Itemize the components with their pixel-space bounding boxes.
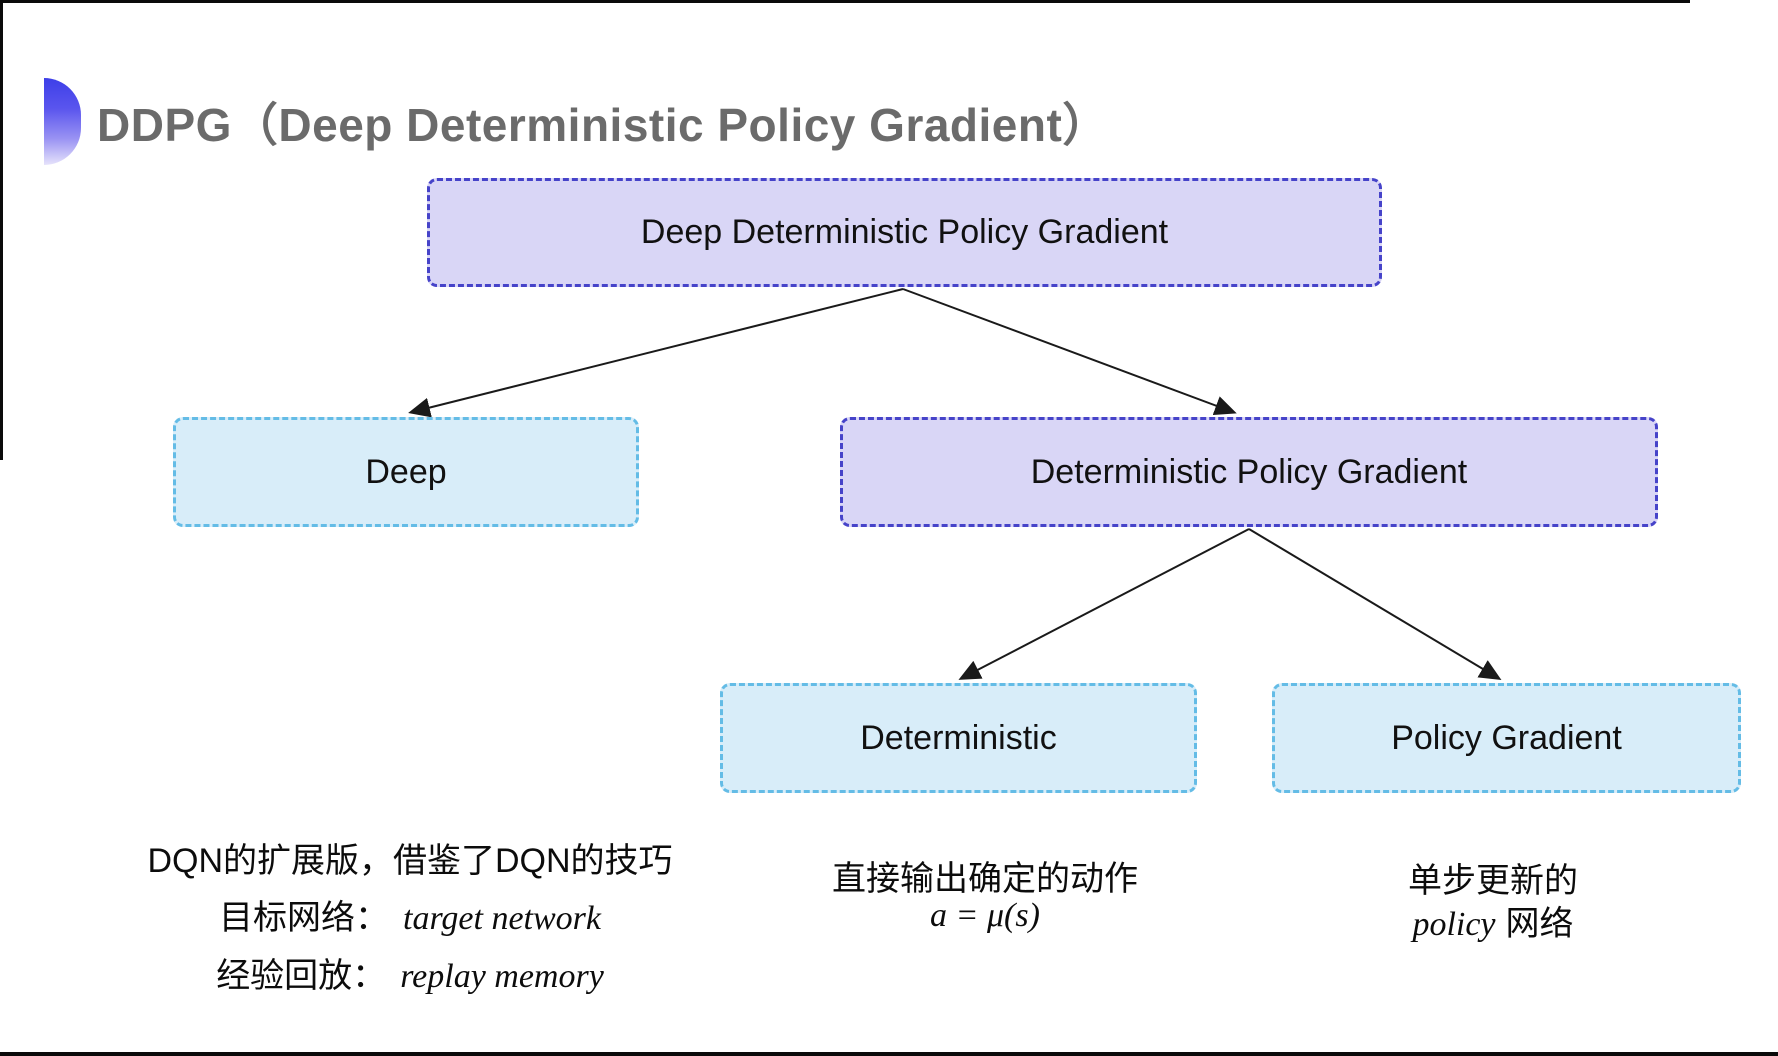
target-network-label: 目标网络： <box>219 899 389 937</box>
replay-memory-term: replay memory <box>400 958 604 995</box>
note-policy-gradient-summary: 单步更新的 <box>1408 862 1578 900</box>
arrow-dpg-to-policy-gradient <box>1248 528 1502 681</box>
node-deep-deterministic-policy-gradient: Deep Deterministic Policy Gradient <box>427 178 1382 287</box>
node-deterministic-policy-gradient: Deterministic Policy Gradient <box>840 417 1658 527</box>
target-network-term: target network <box>403 900 601 937</box>
title-row: DDPG（Deep Deterministic Policy Gradient） <box>0 76 1600 168</box>
policy-term: policy <box>1412 906 1496 943</box>
frame-left-edge <box>0 0 3 460</box>
note-deep-target-network: 目标网络： target network <box>120 890 700 939</box>
arrow-root-to-dpg <box>902 288 1237 416</box>
title-bullet-icon <box>44 78 81 165</box>
replay-memory-label: 经验回放： <box>216 957 387 995</box>
node-label: Deterministic <box>860 718 1057 757</box>
node-deterministic: Deterministic <box>720 683 1197 793</box>
network-label: 网络 <box>1505 905 1574 943</box>
node-label: Deep <box>365 452 447 491</box>
note-deep-replay-memory: 经验回放： replay memory <box>120 948 700 997</box>
node-label: Policy Gradient <box>1391 718 1622 757</box>
node-label: Deterministic Policy Gradient <box>1030 452 1468 491</box>
arrow-root-to-deep <box>408 288 904 418</box>
frame-top-edge <box>0 0 1690 3</box>
note-deep-summary: DQN的扩展版，借鉴了DQN的技巧 <box>147 842 673 880</box>
node-label: Deep Deterministic Policy Gradient <box>640 213 1169 251</box>
arrow-dpg-to-deterministic <box>958 528 1250 680</box>
node-policy-gradient: Policy Gradient <box>1272 683 1741 793</box>
frame-bottom-edge <box>0 1052 1778 1056</box>
note-deterministic-formula: a = μ(s) <box>930 897 1040 934</box>
note-deterministic-summary: 直接输出确定的动作 <box>832 860 1138 898</box>
node-deep: Deep <box>173 417 639 527</box>
page-title: DDPG（Deep Deterministic Policy Gradient） <box>97 99 1109 151</box>
